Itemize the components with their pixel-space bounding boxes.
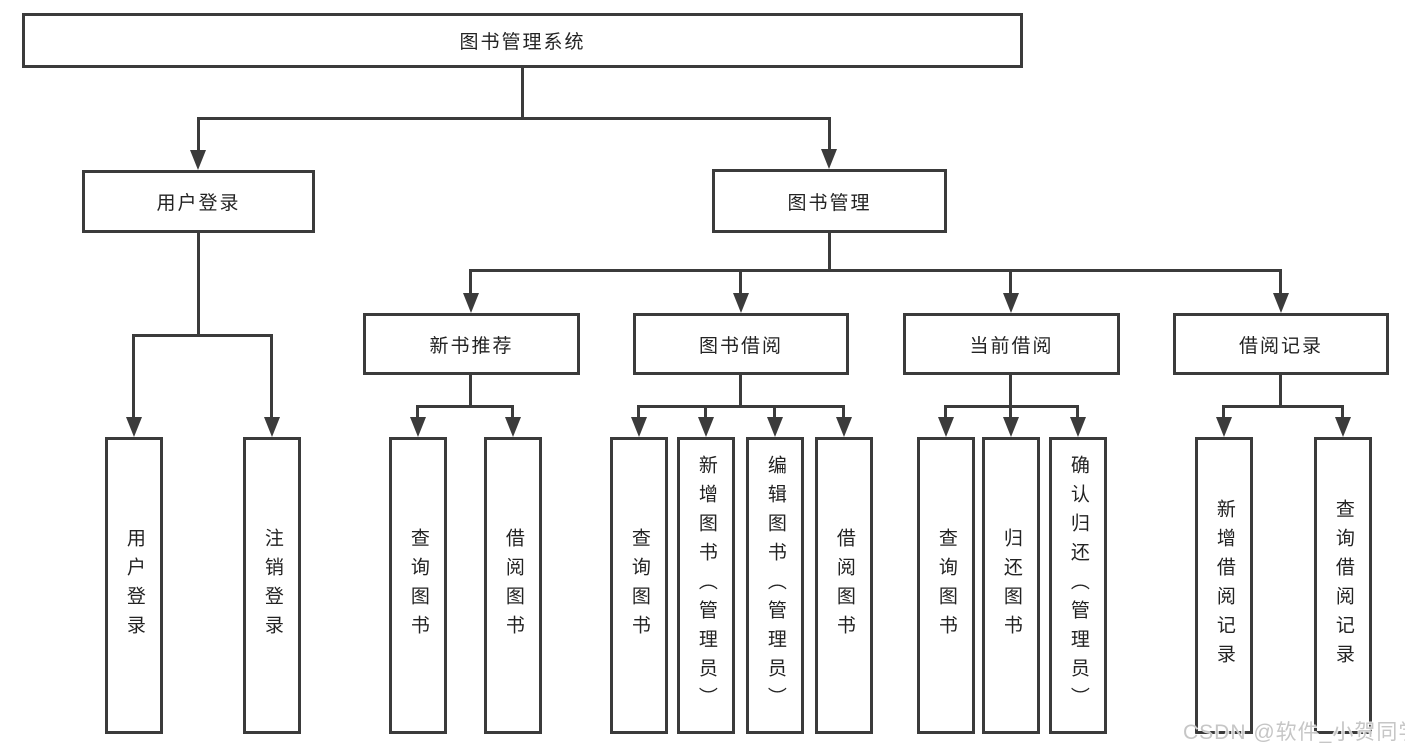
arrow-down-icon xyxy=(505,417,521,437)
connector-line xyxy=(132,334,273,337)
arrow-down-icon xyxy=(733,293,749,313)
connector-line xyxy=(511,405,514,420)
node-root-label: 图书管理系统 xyxy=(459,32,586,53)
arrow-down-icon xyxy=(1003,293,1019,313)
leaf-label: 借阅图书 xyxy=(833,527,855,644)
leaf-records-add: 新增借阅记录 xyxy=(1195,437,1253,734)
connector-line xyxy=(637,405,845,408)
connector-line xyxy=(469,269,1282,272)
connector-line xyxy=(637,405,640,420)
connector-line xyxy=(197,233,200,337)
leaf-label: 新增借阅记录 xyxy=(1213,498,1235,673)
leaf-label: 用户登录 xyxy=(123,527,145,644)
leaf-label: 查询图书 xyxy=(935,527,957,644)
connector-line xyxy=(469,269,472,296)
arrow-down-icon xyxy=(190,150,206,170)
node-borrow-records: 借阅记录 xyxy=(1173,313,1389,375)
connector-line xyxy=(1279,269,1282,296)
connector-line xyxy=(739,269,742,296)
node-current-borrow: 当前借阅 xyxy=(903,313,1120,375)
node-book-mgmt: 图书管理 xyxy=(712,169,947,233)
leaf-label: 注销登录 xyxy=(261,527,283,644)
node-new-books-label: 新书推荐 xyxy=(429,335,514,357)
arrow-down-icon xyxy=(1273,293,1289,313)
leaf-user-login: 用户登录 xyxy=(105,437,163,734)
leaf-logout: 注销登录 xyxy=(243,437,301,734)
connector-line xyxy=(704,405,707,420)
arrow-down-icon xyxy=(1335,417,1351,437)
leaf-label: 借阅图书 xyxy=(502,527,524,644)
leaf-label: 查询图书 xyxy=(407,527,429,644)
leaf-borrow-query: 查询图书 xyxy=(610,437,668,734)
csdn-watermark: CSDN @软件_小贺同学 xyxy=(1183,721,1405,744)
node-user-login: 用户登录 xyxy=(82,170,315,233)
node-root: 图书管理系统 xyxy=(22,13,1023,68)
leaf-current-return: 归还图书 xyxy=(982,437,1040,734)
leaf-label: 确认归还（管理员） xyxy=(1067,455,1089,716)
arrow-down-icon xyxy=(1003,417,1019,437)
connector-line xyxy=(944,405,1079,408)
connector-line xyxy=(416,405,514,408)
arrow-down-icon xyxy=(410,417,426,437)
connector-line xyxy=(828,117,831,152)
leaf-borrow-edit: 编辑图书（管理员） xyxy=(746,437,804,734)
leaf-label: 新增图书（管理员） xyxy=(695,455,717,716)
leaf-borrow-add: 新增图书（管理员） xyxy=(677,437,735,734)
arrow-down-icon xyxy=(126,417,142,437)
leaf-label: 编辑图书（管理员） xyxy=(764,455,786,716)
node-book-mgmt-label: 图书管理 xyxy=(787,192,872,214)
connector-line xyxy=(469,375,472,408)
connector-line xyxy=(1009,269,1012,296)
connector-line xyxy=(1222,405,1344,408)
leaf-label: 归还图书 xyxy=(1000,527,1022,644)
connector-line xyxy=(739,375,742,408)
arrow-down-icon xyxy=(631,417,647,437)
connector-line xyxy=(521,68,524,119)
node-book-borrow: 图书借阅 xyxy=(633,313,849,375)
arrow-down-icon xyxy=(264,417,280,437)
connector-line xyxy=(1222,405,1225,420)
connector-line xyxy=(1009,375,1012,408)
node-user-login-label: 用户登录 xyxy=(156,193,241,214)
leaf-label: 查询借阅记录 xyxy=(1332,498,1354,673)
arrow-down-icon xyxy=(938,417,954,437)
connector-line xyxy=(1341,405,1344,420)
connector-line xyxy=(842,405,845,420)
connector-line xyxy=(416,405,419,420)
node-current-borrow-label: 当前借阅 xyxy=(969,335,1054,357)
connector-line xyxy=(1009,405,1012,420)
arrow-down-icon xyxy=(698,417,714,437)
connector-line xyxy=(828,233,831,272)
arrow-down-icon xyxy=(1216,417,1232,437)
arrow-down-icon xyxy=(836,417,852,437)
connector-line xyxy=(197,117,831,120)
arrow-down-icon xyxy=(767,417,783,437)
leaf-label: 查询图书 xyxy=(628,527,650,644)
leaf-current-confirm: 确认归还（管理员） xyxy=(1049,437,1107,734)
connector-line xyxy=(773,405,776,420)
leaf-records-query: 查询借阅记录 xyxy=(1314,437,1372,734)
leaf-recommend-query: 查询图书 xyxy=(389,437,447,734)
arrow-down-icon xyxy=(463,293,479,313)
node-borrow-records-label: 借阅记录 xyxy=(1238,335,1323,357)
leaf-recommend-borrow: 借阅图书 xyxy=(484,437,542,734)
connector-line xyxy=(1279,375,1282,408)
connector-line xyxy=(1076,405,1079,420)
connector-line xyxy=(270,334,273,420)
connector-line xyxy=(197,117,200,153)
arrow-down-icon xyxy=(821,149,837,169)
leaf-borrow-borrow: 借阅图书 xyxy=(815,437,873,734)
leaf-current-query: 查询图书 xyxy=(917,437,975,734)
arrow-down-icon xyxy=(1070,417,1086,437)
connector-line xyxy=(944,405,947,420)
node-book-borrow-label: 图书借阅 xyxy=(698,335,783,357)
node-new-books: 新书推荐 xyxy=(363,313,580,375)
connector-line xyxy=(132,334,135,420)
